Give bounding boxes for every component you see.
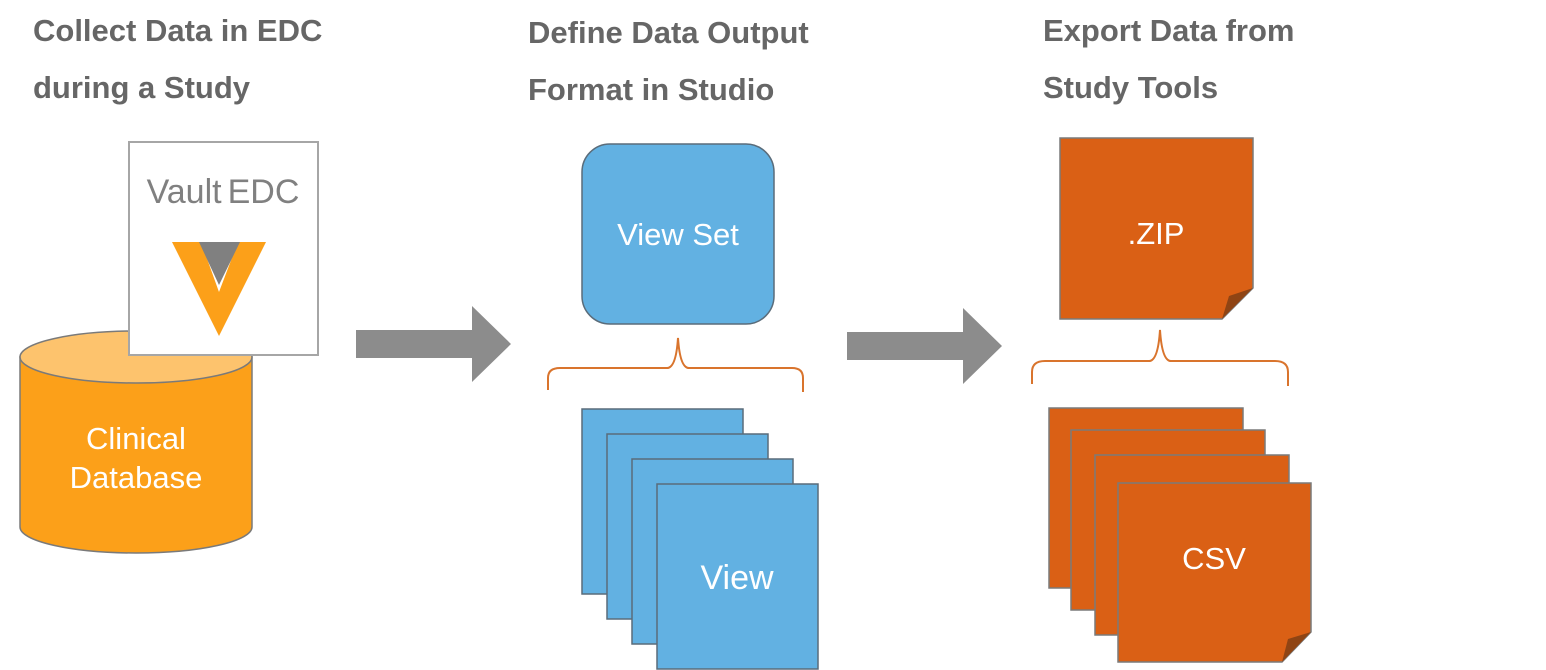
csv-label: CSV <box>1182 541 1246 576</box>
zip-file: .ZIP <box>1059 137 1254 320</box>
define-bracket <box>547 337 804 392</box>
view-set-label: View Set <box>617 217 739 252</box>
view-page-4 <box>656 483 819 670</box>
csv-file-fold <box>1282 632 1311 662</box>
view-label: View <box>700 559 774 597</box>
step-title-export: Export Data from Study Tools <box>1043 13 1295 105</box>
view-set-box: View Set <box>581 143 775 325</box>
database-label-line2: Database <box>70 460 203 495</box>
step-title-collect: Collect Data in EDC during a Study <box>33 13 323 105</box>
vault-v-orange-icon <box>172 242 266 336</box>
flow-arrow-1 <box>356 306 511 382</box>
flow-arrow-2 <box>847 308 1002 384</box>
csv-stack: CSV <box>1048 407 1312 663</box>
clinical-database-cylinder: Clinical Database <box>19 330 253 554</box>
export-bracket <box>1031 329 1289 386</box>
zip-label: .ZIP <box>1128 216 1185 251</box>
logo-word-vault: Vault <box>147 173 223 211</box>
logo-word-edc: EDC <box>228 173 300 211</box>
view-set-shape <box>581 143 775 325</box>
step-title-define: Define Data Output Format in Studio <box>528 15 809 107</box>
zip-file-fold <box>1222 288 1253 319</box>
database-label-line1: Clinical <box>86 421 186 456</box>
vault-v-gray-icon <box>199 242 240 285</box>
view-stack: View <box>581 408 819 670</box>
cylinder-body <box>19 356 253 554</box>
